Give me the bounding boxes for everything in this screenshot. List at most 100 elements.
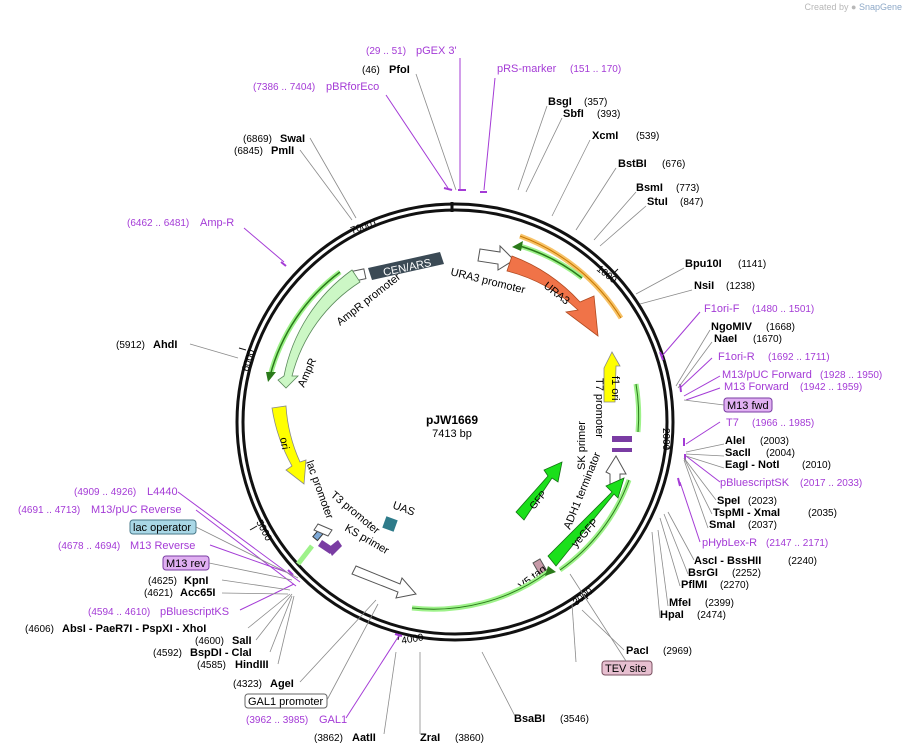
- enzyme-lines: [189, 73, 725, 735]
- enzyme-pos-naei: (1670): [753, 334, 782, 345]
- primer-name-gal1: GAL1: [319, 714, 347, 726]
- gal1-promoter-arrow: [351, 565, 417, 599]
- enzyme-pos-eagi-noti: (2010): [802, 460, 831, 471]
- primer-name-f1ori-r: F1ori-R: [718, 351, 755, 363]
- m13-rev-label: M13 rev: [166, 558, 206, 570]
- yegfp-feature: [547, 477, 625, 567]
- primer-name-pbluescriptks: pBluescriptKS: [160, 606, 229, 618]
- enzyme-name-bsmi: BsmI: [636, 182, 663, 194]
- primer-range-f1ori-r: (1692 .. 1711): [768, 352, 830, 363]
- plasmid-length: 7413 bp: [432, 428, 472, 440]
- snapgene-logo-icon: ●: [851, 2, 857, 12]
- enzyme-pos-hindiii: (4585): [197, 660, 226, 671]
- primer-name-m13-reverse: M13 Reverse: [130, 540, 195, 552]
- ampr-green-line: [269, 271, 341, 377]
- enzyme-name-kpni: KpnI: [184, 575, 208, 587]
- enzyme-name-pflmi: PflMI: [681, 579, 707, 591]
- backbone-outer: [235, 202, 675, 642]
- lac-white-arrow: [313, 523, 333, 537]
- bottom-green-arrowhead: [545, 566, 556, 576]
- enzyme-name-asci-bsshii: AscI - BssHII: [694, 555, 761, 567]
- f1-ori-label: f1 ori: [609, 376, 621, 400]
- yegfp-green-line: [559, 479, 630, 571]
- enzyme-pos-bsrgi: (2252): [732, 568, 761, 579]
- enzyme-name-bpu10i: Bpu10I: [685, 258, 722, 270]
- enzyme-name-naei: NaeI: [714, 333, 737, 345]
- enzyme-pos-alei: (2003): [760, 436, 789, 447]
- enzyme-pos-bsmi: (773): [676, 183, 699, 194]
- enzyme-pos-spei: (2023): [748, 496, 777, 507]
- enzyme-pos-xcmi: (539): [636, 131, 659, 142]
- enzyme-pos-pfoi: (46): [362, 65, 380, 76]
- gal1-promoter-box: [244, 693, 328, 709]
- ura3-promoter-arrow: [477, 244, 515, 271]
- uas-feature: [382, 516, 398, 532]
- enzyme-name-eagi-noti: EagI - NotI: [725, 459, 779, 471]
- tick-label-6000: 6000: [240, 348, 257, 373]
- bottom-green-line: [411, 571, 549, 610]
- primer-name-prs-marker: pRS-marker: [497, 63, 557, 75]
- lac-promoter-label: lac promoter: [303, 459, 335, 521]
- gfp-label: GFP: [528, 489, 550, 512]
- sk-primer-label: SK primer: [576, 421, 588, 470]
- primer-name-amp-r: Amp-R: [200, 217, 234, 229]
- boxed-labels: M13 fwd TEV site lac operator M13 rev GA…: [129, 397, 773, 709]
- primer-lines: [177, 58, 721, 719]
- enzyme-name-tspmi-xmai: TspMI - XmaI: [713, 507, 780, 519]
- enzyme-pos-bstbi: (676): [662, 159, 685, 170]
- primer-range-f1ori-f: (1480 .. 1501): [752, 304, 814, 315]
- ura3-feature: [506, 255, 599, 337]
- primer-range-phyblex-r: (2147 .. 2171): [766, 538, 828, 549]
- tev-site-label: TEV site: [605, 663, 647, 675]
- enzyme-name-smai: SmaI: [709, 519, 735, 531]
- primer-name-pgex: pGEX 3': [416, 45, 457, 57]
- m13-fwd-label: M13 fwd: [727, 400, 769, 412]
- primer-name-pbluescriptsk: pBluescriptSK: [720, 477, 790, 489]
- enzyme-name-ngomiv: NgoMIV: [711, 321, 753, 333]
- cen-ars-feature: [368, 252, 444, 280]
- tev-site-box: [601, 660, 653, 676]
- adh1-terminator-arrow: [605, 455, 627, 485]
- enzyme-name-mfei: MfeI: [669, 597, 691, 609]
- enzyme-name-bspdi-clai: BspDI - ClaI: [190, 647, 252, 659]
- primer-range-pbluescriptsk: (2017 .. 2033): [800, 478, 862, 489]
- t7-promoter-marker: [612, 436, 632, 442]
- ura3-green-arc-line: [519, 245, 583, 279]
- lac-green-arc: [296, 544, 314, 566]
- enzyme-pos-bsgi: (357): [584, 97, 607, 108]
- tick-label-2000: 2000: [660, 428, 671, 451]
- primer-name-m13puc-forward: M13/pUC Forward: [722, 369, 812, 381]
- enzyme-name-sbfi: SbfI: [563, 108, 584, 120]
- primer-range-t7: (1966 .. 1985): [752, 418, 814, 429]
- ura3-orange-arc-line: [519, 235, 622, 319]
- enzyme-pos-tspmi-xmai: (2035): [808, 508, 837, 519]
- enzyme-name-xhoi-group: AbsI - PaeR7I - PspXI - XhoI: [62, 623, 206, 635]
- enzyme-name-swai: SwaI: [280, 133, 305, 145]
- boxed-lines: [195, 399, 725, 701]
- primer-range-m13puc-reverse: (4691 .. 4713): [18, 505, 80, 516]
- primer-name-f1ori-f: F1ori-F: [704, 303, 740, 315]
- enzyme-pos-ahdi: (5912): [116, 340, 145, 351]
- primer-range-l4440: (4909 .. 4926): [74, 487, 136, 498]
- ampr-green-arrowhead: [266, 372, 276, 382]
- enzyme-pos-acc65i: (4621): [144, 588, 173, 599]
- tick-label-4000: 4000: [401, 632, 425, 647]
- primer-labels: (29 .. 51) pGEX 3' pRS-marker (151 .. 17…: [18, 45, 882, 726]
- enzyme-pos-aatii: (3862): [314, 733, 343, 744]
- enzyme-pos-sali: (4600): [195, 636, 224, 647]
- enzyme-pos-zrai: (3860): [455, 733, 484, 744]
- enzyme-name-bsrgi: BsrGI: [688, 567, 718, 579]
- enzyme-name-aatii: AatII: [352, 732, 376, 744]
- enzyme-name-pfoi: PfoI: [389, 64, 410, 76]
- primer-name-m13-forward: M13 Forward: [724, 381, 789, 393]
- enzyme-pos-sbfi: (393): [597, 109, 620, 120]
- enzyme-name-bstbi: BstBI: [618, 158, 647, 170]
- enzyme-pos-pmli: (6845): [234, 146, 263, 157]
- enzyme-pos-xhoi-group: (4606): [25, 624, 54, 635]
- enzyme-name-sacii: SacII: [725, 447, 751, 459]
- enzyme-pos-pflmi: (2270): [720, 580, 749, 591]
- enzyme-pos-swai: (6869): [243, 134, 272, 145]
- ori-label: ori: [277, 436, 291, 450]
- sk-primer-marker: [612, 448, 632, 452]
- enzyme-pos-sacii: (2004): [766, 448, 795, 459]
